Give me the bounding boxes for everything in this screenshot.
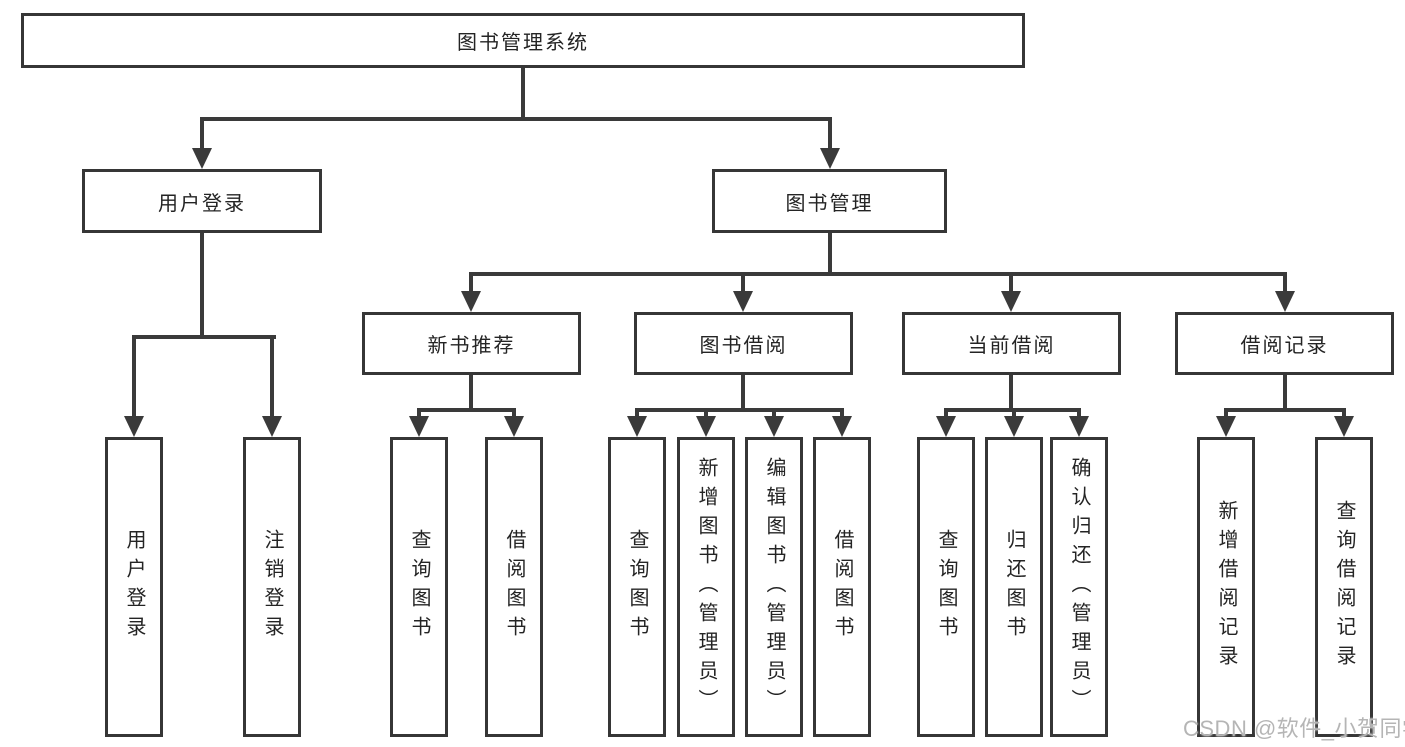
connector-g4-hbar xyxy=(1224,408,1346,412)
arrowhead-down-icon xyxy=(820,148,840,169)
leaf-borrow-books-recommend: 借阅图书 xyxy=(485,437,543,737)
leaf-return-books: 归还图书 xyxy=(985,437,1043,737)
arrowhead-down-icon xyxy=(1275,291,1295,312)
connector-g3-stem-3 xyxy=(1077,408,1081,418)
arrowhead-down-icon xyxy=(696,416,716,437)
leaf-borrow-books-borrowing: 借阅图书 xyxy=(813,437,871,737)
leaf-edit-book-admin: 编辑图书（管理员） xyxy=(745,437,803,737)
connector-bookmgmt-stem-2 xyxy=(741,272,745,292)
connector-bookmgmt-stem-4 xyxy=(1283,272,1287,292)
arrowhead-down-icon xyxy=(627,416,647,437)
arrowhead-down-icon xyxy=(733,291,753,312)
leaf-query-books-borrowing: 查询图书 xyxy=(608,437,666,737)
node-current-borrowing: 当前借阅 xyxy=(902,312,1121,375)
connector-g4-stem-1 xyxy=(1224,408,1228,418)
arrowhead-down-icon xyxy=(504,416,524,437)
connector-root-trunk xyxy=(521,68,525,119)
arrowhead-down-icon xyxy=(1069,416,1089,437)
node-book-borrowing: 图书借阅 xyxy=(634,312,853,375)
connector-g1-stem-2 xyxy=(512,408,516,418)
connector-g3-trunk xyxy=(1009,375,1013,408)
node-borrowing-records: 借阅记录 xyxy=(1175,312,1394,375)
connector-bookmgmt-stem-1 xyxy=(469,272,473,292)
arrowhead-down-icon xyxy=(936,416,956,437)
leaf-logout-login: 注销登录 xyxy=(243,437,301,737)
connector-g3-stem-1 xyxy=(944,408,948,418)
connector-userlogin-stem-2 xyxy=(270,335,274,417)
connector-g2-stem-2 xyxy=(704,408,708,418)
connector-bookmgmt-hbar xyxy=(469,272,1287,276)
connector-root-stem-right xyxy=(828,117,832,150)
connector-userlogin-trunk xyxy=(200,233,204,335)
connector-g3-stem-2 xyxy=(1012,408,1016,418)
leaf-query-borrow-record: 查询借阅记录 xyxy=(1315,437,1373,737)
connector-g1-trunk xyxy=(469,375,473,408)
connector-g2-trunk xyxy=(741,375,745,408)
arrowhead-down-icon xyxy=(1334,416,1354,437)
arrowhead-down-icon xyxy=(1216,416,1236,437)
node-library-management-system: 图书管理系统 xyxy=(21,13,1025,68)
leaf-query-books-current: 查询图书 xyxy=(917,437,975,737)
arrowhead-down-icon xyxy=(461,291,481,312)
connector-g1-stem-1 xyxy=(417,408,421,418)
connector-root-stem-left xyxy=(200,117,204,150)
arrowhead-down-icon xyxy=(262,416,282,437)
leaf-add-borrow-record: 新增借阅记录 xyxy=(1197,437,1255,737)
node-user-login: 用户登录 xyxy=(82,169,322,233)
arrowhead-down-icon xyxy=(1001,291,1021,312)
connector-g2-stem-4 xyxy=(840,408,844,418)
connector-root-hbar xyxy=(200,117,832,121)
leaf-user-login: 用户登录 xyxy=(105,437,163,737)
connector-g4-stem-2 xyxy=(1342,408,1346,418)
connector-g2-stem-3 xyxy=(772,408,776,418)
connector-g1-hbar xyxy=(417,408,516,412)
arrowhead-down-icon xyxy=(192,148,212,169)
connector-g2-stem-1 xyxy=(635,408,639,418)
leaf-add-book-admin: 新增图书（管理员） xyxy=(677,437,735,737)
connector-userlogin-hbar xyxy=(132,335,276,339)
arrowhead-down-icon xyxy=(1004,416,1024,437)
connector-bookmgmt-trunk xyxy=(828,233,832,272)
arrowhead-down-icon xyxy=(832,416,852,437)
arrowhead-down-icon xyxy=(764,416,784,437)
node-new-book-recommendation: 新书推荐 xyxy=(362,312,581,375)
arrowhead-down-icon xyxy=(124,416,144,437)
node-book-management: 图书管理 xyxy=(712,169,947,233)
connector-g2-hbar xyxy=(635,408,844,412)
connector-g4-trunk xyxy=(1283,375,1287,408)
watermark-csdn: CSDN @软件_小贺同学 xyxy=(1183,716,1405,741)
leaf-confirm-return-admin: 确认归还（管理员） xyxy=(1050,437,1108,737)
connector-bookmgmt-stem-3 xyxy=(1009,272,1013,292)
arrowhead-down-icon xyxy=(409,416,429,437)
leaf-query-books-recommend: 查询图书 xyxy=(390,437,448,737)
connector-userlogin-stem-1 xyxy=(132,335,136,417)
